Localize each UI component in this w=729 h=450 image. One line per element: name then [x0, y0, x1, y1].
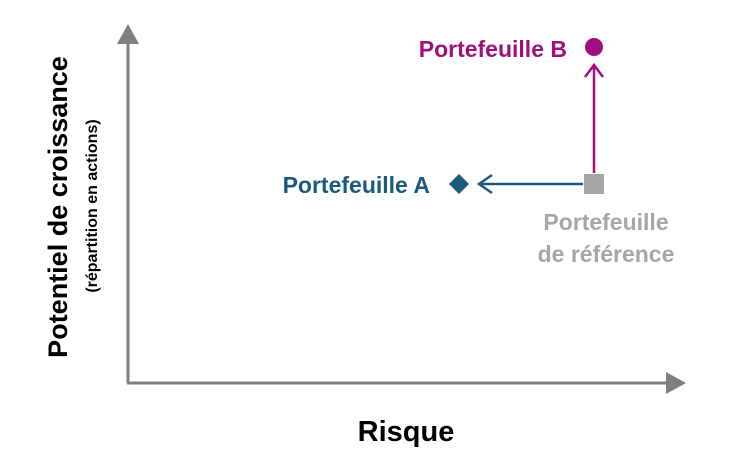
portfolio-a-label: Portefeuille A	[283, 172, 430, 198]
x-axis-arrowhead	[666, 372, 686, 394]
portfolio-a-marker	[449, 174, 469, 194]
y-axis-label: Potentiel de croissance	[43, 56, 73, 358]
reference-portfolio-label-line2: de référence	[538, 241, 675, 267]
portfolio-b-label: Portefeuille B	[419, 36, 567, 62]
reference-portfolio-marker	[584, 174, 604, 194]
y-axis-sublabel: (répartition en actions)	[84, 119, 101, 292]
portfolio-b-marker	[585, 38, 603, 56]
x-axis-label: Risque	[358, 416, 455, 448]
y-axis-arrowhead	[117, 24, 139, 44]
arrow-reference-to-a-head	[476, 173, 493, 195]
arrow-reference-to-b-head	[584, 62, 604, 78]
reference-portfolio-label-line1: Portefeuille	[543, 209, 668, 235]
